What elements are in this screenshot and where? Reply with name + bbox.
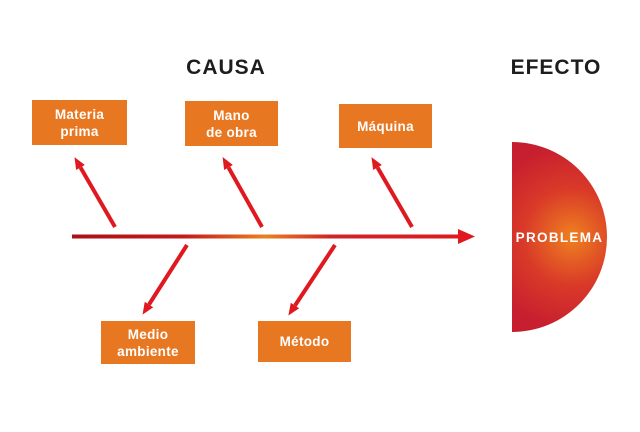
arrow-medio-ambiente [142, 243, 189, 315]
cause-label-line: prima [60, 123, 99, 139]
arrow-materia-prima [74, 157, 117, 229]
cause-label-line: Máquina [357, 118, 414, 134]
cause-box-medio-ambiente: Medio ambiente [101, 321, 195, 364]
cause-label-line: Materia [54, 106, 105, 122]
cause-label-line: Método [279, 334, 330, 349]
effect-section-heading: EFECTO [510, 56, 602, 79]
cause-box-mano-de-obra: Mano de obra [185, 101, 278, 146]
cause-label-line: ambiente [117, 343, 179, 359]
arrow-metodo [288, 243, 337, 316]
arrow-mano-de-obra [222, 157, 264, 228]
cause-box-maquina: Máquina [339, 104, 432, 148]
cause-label-line: Medio [127, 326, 169, 342]
cause-section-heading: CAUSA [186, 56, 266, 79]
cause-label-line: Mano [213, 107, 250, 123]
cause-box-materia-prima: Materia prima [32, 100, 127, 145]
problem-label: PROBLEMA [515, 229, 604, 245]
cause-label-line: de obra [206, 124, 257, 140]
spine-arrow [72, 229, 475, 244]
arrow-maquina [371, 157, 414, 229]
spine-arrowhead-icon [458, 229, 475, 244]
cause-box-metodo: Método [258, 321, 351, 362]
